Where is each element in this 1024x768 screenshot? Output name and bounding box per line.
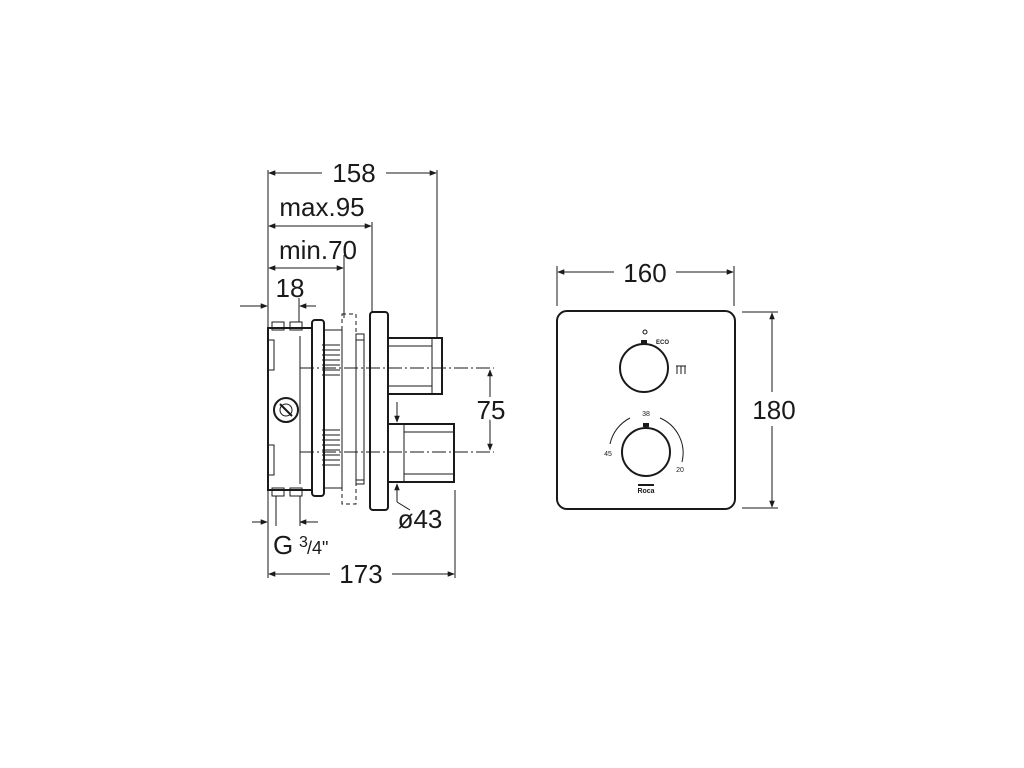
- inlet-fitting: [273, 397, 299, 423]
- bottom-knob-indicator: [643, 423, 649, 427]
- dim-75-label-knockout: 75: [477, 395, 506, 425]
- ribbed-plate: [311, 319, 343, 497]
- brand-logo: Roca: [637, 484, 655, 495]
- inlet-fitting-inner: [279, 403, 293, 417]
- dim-thread-label-den: /4": [307, 538, 328, 558]
- dim-75-label: 75: [477, 395, 506, 425]
- valve-bottom-tab-right: [289, 487, 303, 497]
- dim-43-label: ø43: [398, 504, 443, 534]
- dim-43-leader: [396, 501, 411, 511]
- eco-label: ECO: [656, 340, 669, 346]
- bottom-handle: [387, 423, 455, 483]
- bottom-knob-ring: [621, 427, 671, 477]
- dim-158-label: 158: [332, 158, 375, 188]
- dim-160-label: 160: [623, 258, 666, 288]
- wall-collar: [355, 333, 365, 485]
- valve-body: [267, 321, 313, 497]
- dim-173-label: 173: [339, 559, 382, 589]
- valve-body-box: [267, 327, 313, 491]
- dim-180-label: 180: [752, 395, 795, 425]
- valve-bottom-tab-left: [271, 487, 285, 497]
- cover-plate-front: [556, 310, 736, 510]
- dim-max95-label: max.95: [279, 192, 364, 222]
- side-view: 158 max.95 min.70 18: [240, 158, 509, 589]
- cover-plate: [369, 311, 389, 511]
- valve-side-port-top: [267, 339, 275, 371]
- temp-scale-38: 38: [642, 411, 650, 418]
- temp-scale-arc-left: [609, 417, 631, 445]
- dim-18-label: 18: [276, 273, 305, 303]
- top-knob-dot: [642, 329, 648, 335]
- brand-logo-mark: [638, 484, 654, 486]
- dim-thread-label-g: G: [273, 530, 293, 560]
- dim-thread-label-num: 3: [299, 534, 308, 551]
- bottom-knob: 38 45 20: [604, 411, 684, 477]
- temp-scale-20: 20: [676, 467, 684, 474]
- top-handle-body: [387, 337, 443, 395]
- ribbed-plate-back: [323, 329, 343, 489]
- temp-scale-arc-right: [659, 417, 684, 463]
- dim-min70-label: min.70: [279, 235, 357, 265]
- bottom-handle-body: [387, 423, 455, 483]
- valve-top-tab-right: [289, 321, 303, 331]
- top-handle: [387, 337, 443, 395]
- top-knob: ECO: [619, 329, 686, 393]
- front-view: 160 180 ECO 38 45 2: [556, 258, 796, 510]
- ribbed-plate-ribs: [322, 344, 340, 466]
- inlet-fitting-mark: [279, 403, 293, 417]
- valve-side-port-bottom: [267, 444, 275, 476]
- brand-logo-text: Roca: [637, 488, 654, 495]
- valve-top-tab-left: [271, 321, 285, 331]
- ribbed-plate-outer: [311, 319, 325, 497]
- wall-boundary-dashed: [341, 313, 357, 505]
- temp-scale-45: 45: [604, 451, 612, 458]
- shower-icon: [676, 365, 686, 374]
- top-knob-indicator: [641, 340, 647, 344]
